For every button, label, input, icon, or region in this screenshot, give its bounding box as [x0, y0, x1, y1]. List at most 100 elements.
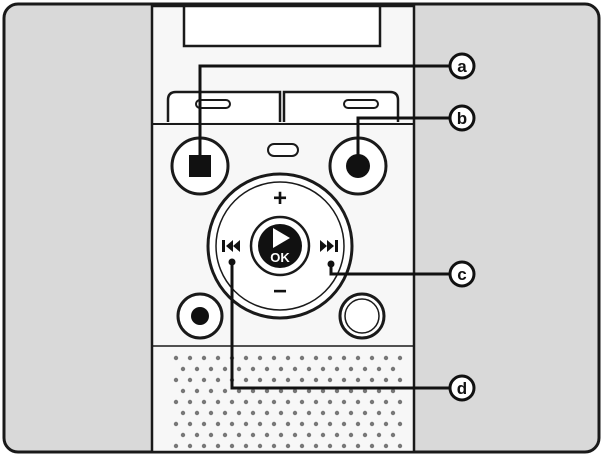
speaker-hole: [222, 432, 228, 438]
speaker-hole: [299, 399, 305, 405]
speaker-hole: [257, 443, 263, 449]
speaker-hole: [285, 443, 291, 449]
speaker-hole: [355, 421, 361, 427]
speaker-hole: [299, 421, 305, 427]
speaker-hole: [271, 377, 277, 383]
speaker-hole: [369, 355, 375, 361]
speaker-hole: [341, 377, 347, 383]
callout-line-d: [230, 264, 452, 390]
speaker-hole: [383, 355, 389, 361]
speaker-hole: [187, 377, 193, 383]
speaker-hole: [348, 388, 354, 394]
speaker-hole: [250, 388, 256, 394]
stop-button[interactable]: [170, 136, 230, 196]
speaker-hole: [201, 443, 207, 449]
speaker-hole: [215, 399, 221, 405]
speaker-hole: [369, 377, 375, 383]
speaker-hole: [285, 421, 291, 427]
led-indicator: [267, 143, 299, 157]
speaker-hole: [271, 355, 277, 361]
speaker-hole: [201, 421, 207, 427]
callout-letter-c: c: [457, 265, 466, 284]
speaker-hole: [334, 410, 340, 416]
speaker-hole: [397, 355, 403, 361]
speaker-hole: [229, 421, 235, 427]
speaker-hole: [320, 366, 326, 372]
speaker-hole: [334, 432, 340, 438]
skip-forward-icon[interactable]: [320, 240, 338, 252]
speaker-hole: [299, 443, 305, 449]
speaker-hole: [271, 399, 277, 405]
speaker-hole: [194, 388, 200, 394]
small-record-button[interactable]: [176, 292, 224, 340]
speaker-hole: [327, 443, 333, 449]
speaker-hole: [208, 432, 214, 438]
speaker-hole: [362, 432, 368, 438]
speaker-hole: [362, 366, 368, 372]
speaker-hole: [355, 443, 361, 449]
speaker-grille: [173, 355, 403, 449]
speaker-hole: [229, 443, 235, 449]
callout-line-b: [356, 116, 452, 166]
speaker-hole: [264, 432, 270, 438]
callout-letter-a: a: [457, 57, 467, 76]
speaker-hole: [334, 388, 340, 394]
speaker-hole: [285, 355, 291, 361]
skip-back-icon[interactable]: [222, 240, 240, 252]
callout-anchors: [228, 258, 335, 268]
speaker-hole: [348, 410, 354, 416]
speaker-hole: [390, 432, 396, 438]
speaker-hole: [208, 366, 214, 372]
speaker-hole: [327, 399, 333, 405]
speaker-hole: [243, 355, 249, 361]
speaker-hole: [250, 366, 256, 372]
speaker-hole: [257, 399, 263, 405]
speaker-hole: [313, 421, 319, 427]
play-ok-button[interactable]: OK: [249, 215, 311, 277]
speaker-hole: [250, 410, 256, 416]
speaker-hole: [313, 399, 319, 405]
speaker-hole: [222, 388, 228, 394]
function-key-left-indicator: [195, 99, 231, 109]
speaker-hole: [236, 410, 242, 416]
speaker-hole: [369, 399, 375, 405]
speaker-hole: [390, 388, 396, 394]
speaker-hole: [327, 355, 333, 361]
callout-letter-d: d: [457, 379, 467, 398]
speaker-hole: [264, 410, 270, 416]
speaker-hole: [229, 399, 235, 405]
speaker-hole: [292, 366, 298, 372]
speaker-hole: [180, 366, 186, 372]
speaker-hole: [341, 399, 347, 405]
speaker-hole: [278, 366, 284, 372]
speaker-hole: [187, 355, 193, 361]
speaker-hole: [264, 388, 270, 394]
speaker-hole: [292, 432, 298, 438]
speaker-hole: [173, 421, 179, 427]
speaker-hole: [180, 388, 186, 394]
speaker-hole: [299, 377, 305, 383]
speaker-hole: [180, 432, 186, 438]
speaker-hole: [292, 388, 298, 394]
speaker-hole: [173, 443, 179, 449]
speaker-hole: [201, 355, 207, 361]
speaker-hole: [215, 377, 221, 383]
speaker-hole: [257, 355, 263, 361]
speaker-hole: [215, 355, 221, 361]
speaker-hole: [320, 432, 326, 438]
speaker-hole: [173, 377, 179, 383]
speaker-hole: [187, 421, 193, 427]
speaker-hole: [376, 366, 382, 372]
callout-line-a: [198, 64, 452, 160]
speaker-hole: [320, 388, 326, 394]
speaker-hole: [285, 399, 291, 405]
speaker-hole: [390, 410, 396, 416]
callout-letter-b: b: [457, 109, 467, 128]
speaker-hole: [257, 377, 263, 383]
speaker-hole: [320, 410, 326, 416]
speaker-hole: [327, 421, 333, 427]
callout-lines: [198, 64, 452, 390]
blank-button[interactable]: [338, 292, 386, 340]
speaker-hole: [285, 377, 291, 383]
